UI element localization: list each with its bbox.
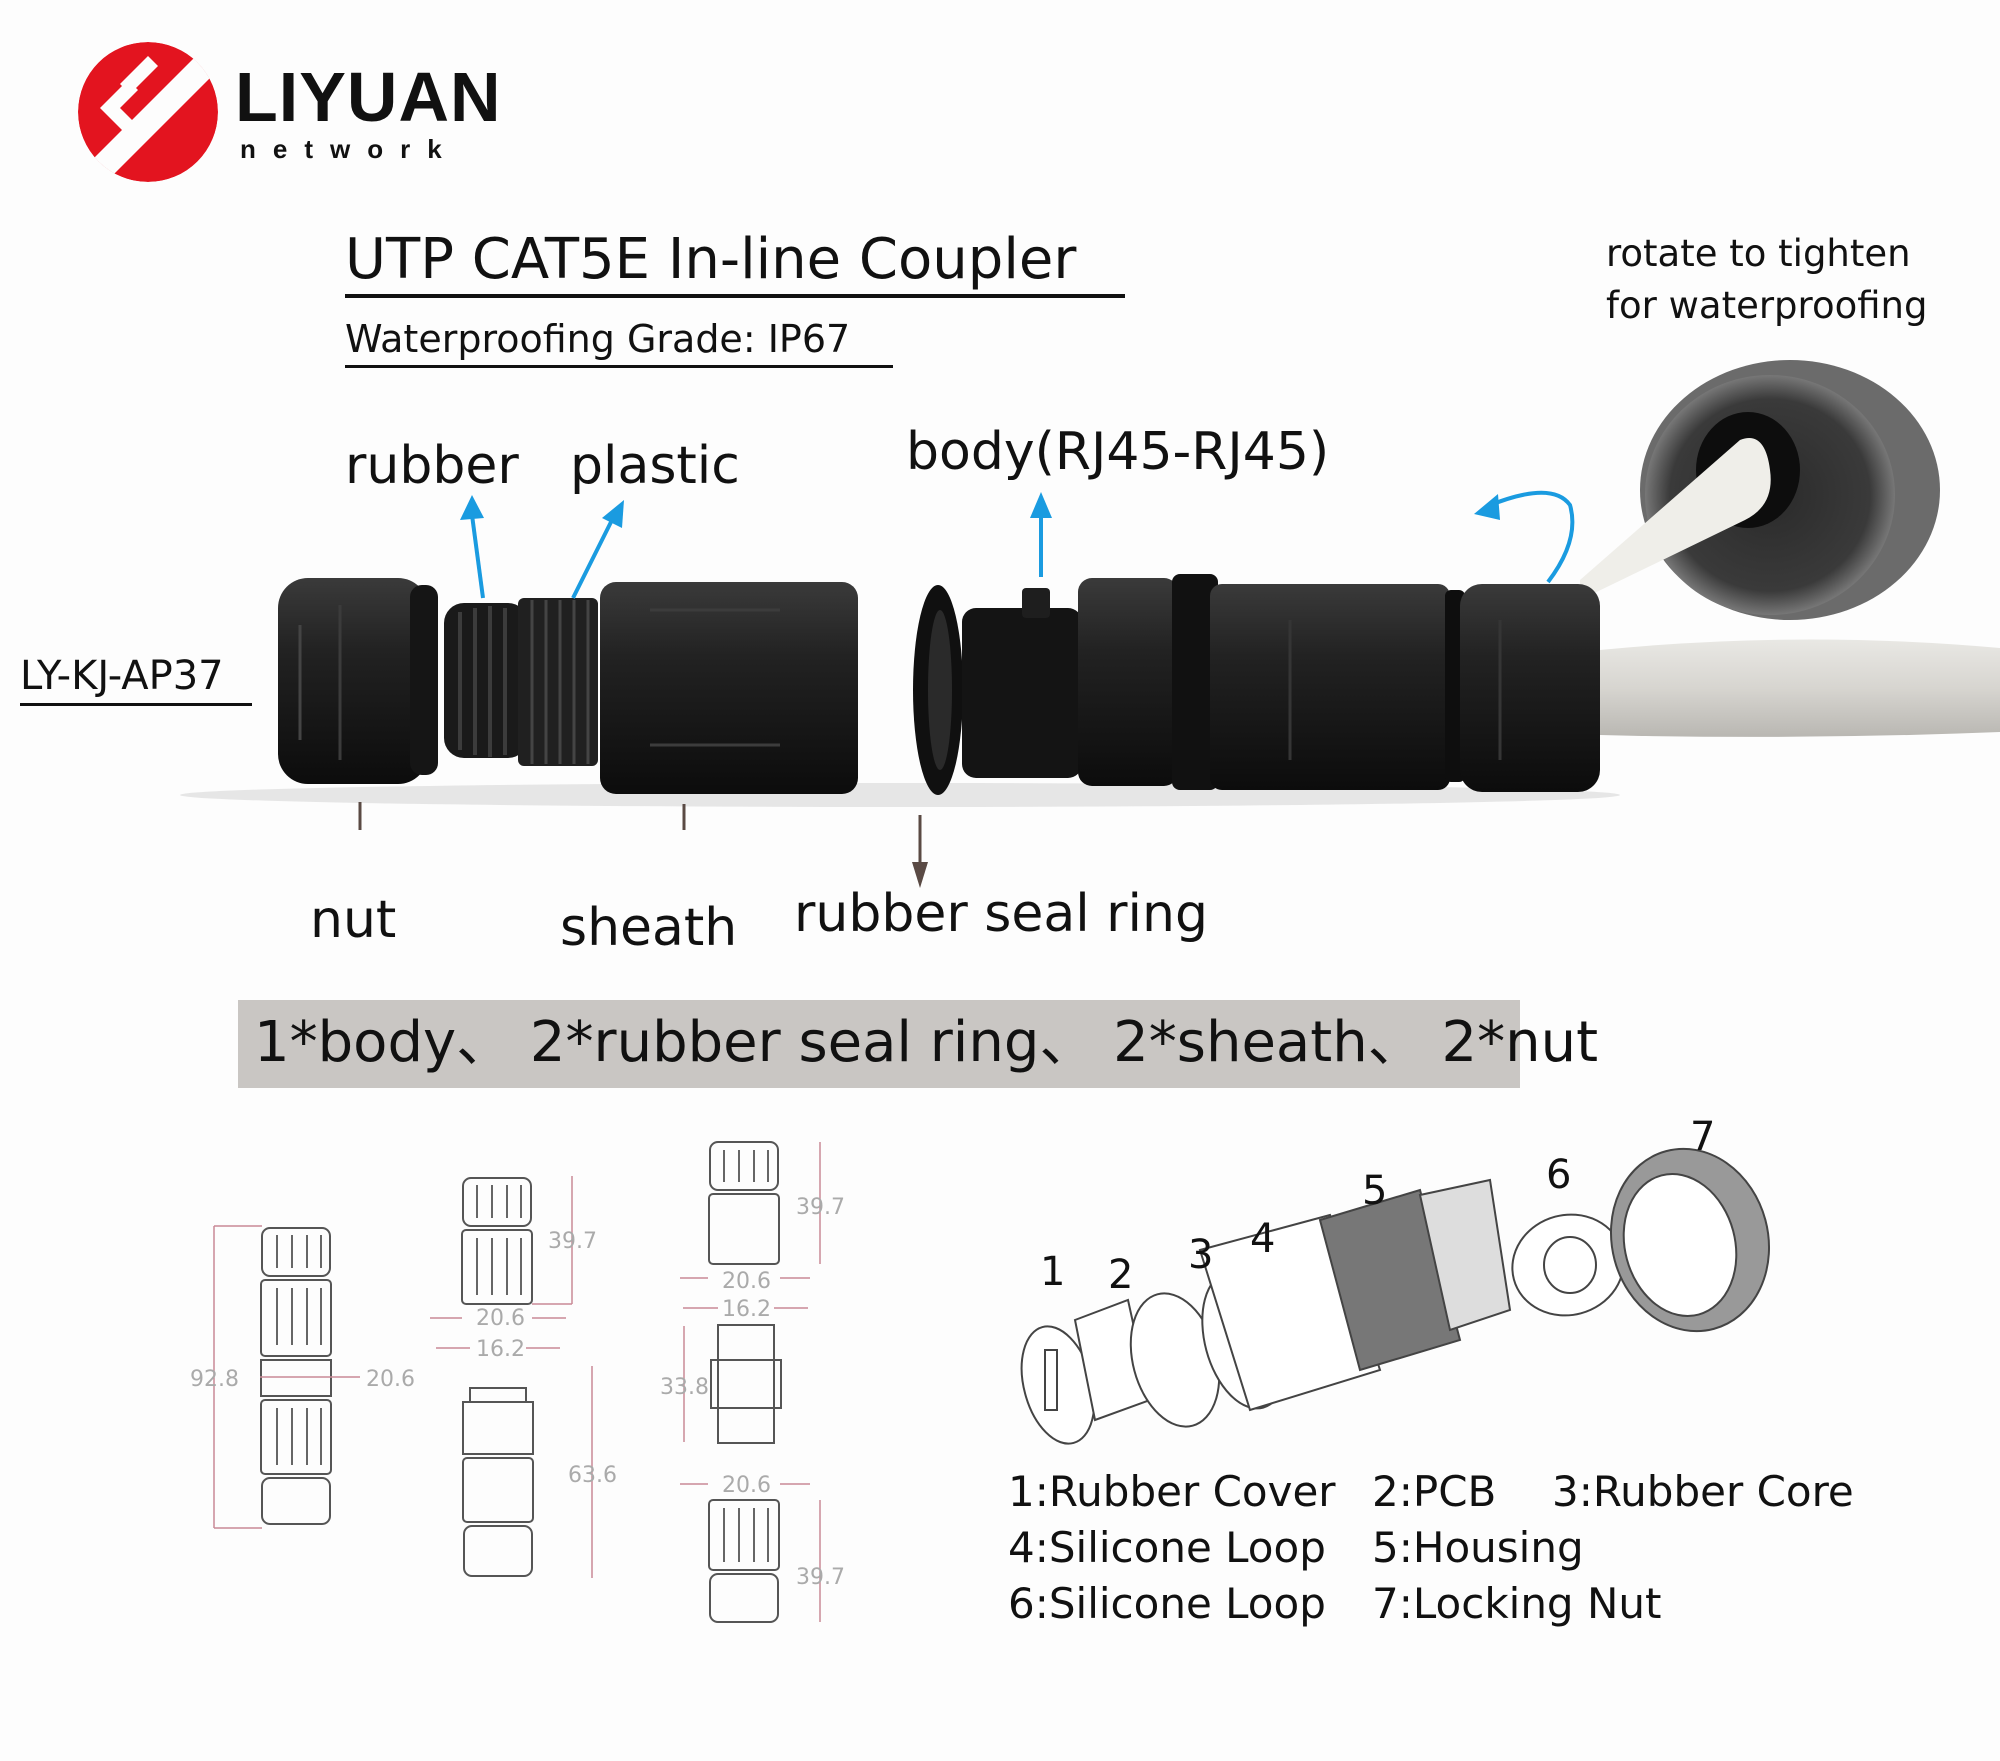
title-underline	[345, 294, 1125, 298]
dim-half-b-inner: 16.2	[476, 1337, 525, 1362]
parts-legend: 1:Rubber Cover 2:PCB 3:Rubber Core 4:Sil…	[1008, 1464, 1854, 1632]
legend-row: 6:Silicone Loop 7:Locking Nut	[1008, 1576, 1854, 1632]
label-rubber: rubber	[345, 436, 519, 496]
label-rubber-seal-ring: rubber seal ring	[794, 884, 1208, 944]
exploded-number-5: 5	[1362, 1168, 1387, 1214]
label-sheath: sheath	[560, 898, 738, 958]
arrow-up-icon	[460, 492, 1052, 599]
nut-closeup-image	[1580, 360, 1940, 620]
legend-item-1: 1:Rubber Cover	[1008, 1467, 1336, 1516]
legend-item-2: 2:PCB	[1372, 1467, 1497, 1516]
package-contents-band	[238, 1000, 1520, 1088]
legend-row: 1:Rubber Cover 2:PCB 3:Rubber Core	[1008, 1464, 1854, 1520]
dim-half-a-length: 39.7	[548, 1229, 597, 1254]
exploded-number-4: 4	[1250, 1216, 1275, 1262]
rotate-note-line1: rotate to tighten	[1606, 232, 1911, 275]
dim-half-b-length: 63.6	[568, 1463, 617, 1488]
sheath-part	[600, 582, 858, 794]
brand-name: LIYUAN	[235, 58, 502, 136]
dim-mid-inner: 16.2	[722, 1297, 771, 1322]
exploded-number-6: 6	[1546, 1152, 1571, 1198]
legend-item-3: 3:Rubber Core	[1552, 1467, 1854, 1516]
rotate-arrow-icon	[1474, 490, 1575, 584]
model-underline	[20, 703, 252, 706]
seal-ring-part	[913, 585, 963, 795]
label-nut: nut	[310, 890, 397, 950]
legend-item-6: 6:Silicone Loop	[1008, 1579, 1326, 1628]
legend-item-5: 5:Housing	[1372, 1523, 1584, 1572]
dim-half-a-width: 20.6	[476, 1306, 525, 1331]
brand-subtitle: network	[240, 134, 459, 164]
exploded-number-1: 1	[1040, 1249, 1065, 1295]
subtitle-underline	[345, 365, 893, 368]
legend-item-7: 7:Locking Nut	[1372, 1579, 1662, 1628]
exploded-number-2: 2	[1108, 1252, 1133, 1298]
dim-right-top-length: 39.7	[796, 1195, 845, 1220]
dimension-drawings: 92.8 20.6 39.7 20.6 16.2 63.6 39.7 20.6 …	[190, 1141, 845, 1623]
nut-part	[278, 578, 438, 784]
body-part	[962, 574, 1600, 792]
exploded-number-7: 7	[1690, 1114, 1715, 1160]
exploded-number-3: 3	[1188, 1232, 1213, 1278]
page-title: UTP CAT5E In-line Coupler	[345, 227, 1077, 292]
rotate-note-line2: for waterproofing	[1606, 284, 1928, 327]
dim-right-bottom-width: 20.6	[722, 1473, 771, 1498]
rubber-grip-part	[444, 598, 598, 766]
package-contents: 1*body、 2*rubber seal ring、 2*sheath、 2*…	[254, 1010, 1599, 1075]
exploded-view-drawing: 1 2 3 4 5 6 7	[1020, 1114, 1771, 1445]
legend-item-4: 4:Silicone Loop	[1008, 1523, 1326, 1572]
rotate-note: rotate to tighten for waterproofing	[1606, 228, 1927, 332]
legend-row: 4:Silicone Loop 5:Housing	[1008, 1520, 1854, 1576]
arrow-down-icon	[358, 802, 686, 830]
dim-full-width: 20.6	[366, 1367, 415, 1392]
product-photo	[180, 360, 2000, 830]
dim-full-length: 92.8	[190, 1367, 239, 1392]
dim-right-bottom-length: 39.7	[796, 1565, 845, 1590]
waterproof-grade: Waterproofing Grade: IP67	[345, 317, 851, 361]
dim-mid-length: 33.8	[660, 1375, 709, 1400]
arrow-down-icon	[912, 815, 928, 888]
liyuan-logo-icon	[78, 42, 218, 182]
label-plastic: plastic	[570, 436, 740, 496]
dim-right-top-width: 20.6	[722, 1269, 771, 1294]
model-number: LY-KJ-AP37	[20, 653, 224, 699]
label-body: body(RJ45-RJ45)	[906, 422, 1330, 482]
